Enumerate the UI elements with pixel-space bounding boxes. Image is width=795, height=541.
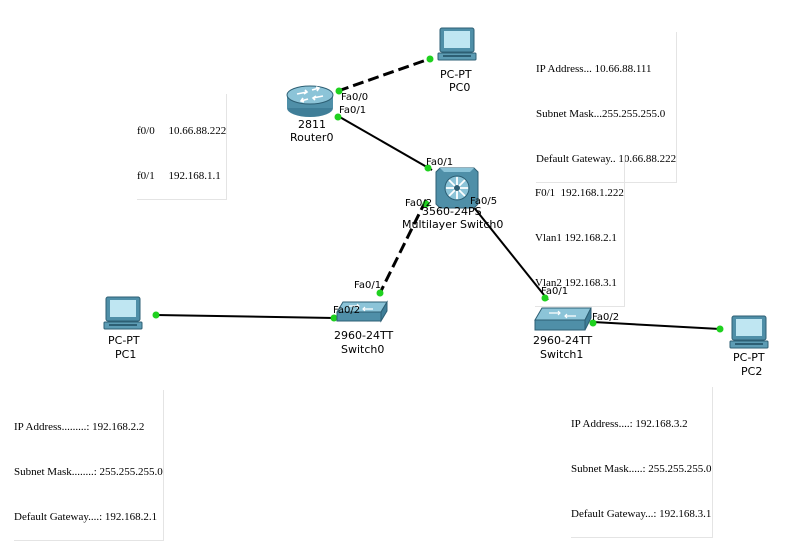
pc2-type-label: PC-PT <box>733 351 765 364</box>
pc1-gateway-line: Default Gateway....: 192.168.2.1 <box>14 511 158 523</box>
pc2-icon[interactable] <box>729 315 769 349</box>
pc0-icon[interactable] <box>437 27 477 61</box>
pc1-ip-line: IP Address.........: 192.168.2.2 <box>14 421 145 433</box>
link-mswitch0-switch1[interactable] <box>467 199 549 301</box>
router0-name-label: Router0 <box>290 131 334 144</box>
port-dot-ms-fa01 <box>424 164 432 172</box>
link-pc1-switch0[interactable] <box>155 314 335 319</box>
port-dot-sw0-fa02 <box>330 314 338 322</box>
pc1-name-label: PC1 <box>115 348 137 361</box>
link-switch1-pc2[interactable] <box>592 321 721 330</box>
port-indicators <box>152 55 724 333</box>
port-label-sw1-fa01: Fa0/1 <box>541 286 569 297</box>
port-label-sw0-fa01: Fa0/1 <box>354 280 382 291</box>
link-mswitch0-switch0[interactable] <box>378 199 428 294</box>
port-label-ms-fa01: Fa0/1 <box>426 157 454 168</box>
router-f00-line: f0/0 10.66.88.222 <box>137 125 227 137</box>
port-label-router-fa01: Fa0/1 <box>339 105 367 116</box>
router-config-note: f0/0 10.66.88.222 f0/1 192.168.1.1 <box>137 94 228 200</box>
pc0-config-note: IP Address... 10.66.88.111 Subnet Mask..… <box>536 32 678 183</box>
pc0-gateway-line: Default Gateway.. 10.66.88.222 <box>536 153 677 165</box>
pc1-icon[interactable] <box>103 296 143 330</box>
port-label-ms-fa05: Fa0/5 <box>470 196 498 207</box>
switch0-name-label: Switch0 <box>341 343 385 356</box>
port-dot-pc1 <box>152 311 160 319</box>
router-f01-line: f0/1 192.168.1.1 <box>137 170 221 182</box>
port-dot-sw1-fa01 <box>541 294 549 302</box>
switch1-name-label: Switch1 <box>540 348 584 361</box>
ms-vlan1-line: Vlan1 192.168.2.1 <box>535 232 617 244</box>
pc0-ip-line: IP Address... 10.66.88.111 <box>536 63 652 75</box>
mswitch0-name-label: Multilayer Switch0 <box>402 218 504 231</box>
port-dot-ms-fa02 <box>422 200 430 208</box>
pc2-mask-line: Subnet Mask.....: 255.255.255.0 <box>571 463 712 475</box>
pc2-name-label: PC2 <box>741 365 763 378</box>
pc2-gateway-line: Default Gateway...: 192.168.3.1 <box>571 508 712 520</box>
mswitch-config-note: F0/1 192.168.1.222 Vlan1 192.168.2.1 Vla… <box>535 156 625 307</box>
pc0-mask-line: Subnet Mask...255.255.255.0 <box>536 108 666 120</box>
port-dot-pc0 <box>426 55 434 63</box>
mswitch0-icon[interactable] <box>435 167 479 209</box>
pc1-type-label: PC-PT <box>108 334 140 347</box>
pc2-config-note: IP Address....: 192.168.3.2 Subnet Mask.… <box>571 387 713 538</box>
port-dot-sw0-fa01 <box>376 289 384 297</box>
port-label-router-fa00: Fa0/0 <box>341 92 369 103</box>
pc0-type-label: PC-PT <box>440 68 472 81</box>
port-label-sw1-fa02: Fa0/2 <box>592 312 620 323</box>
pc2-ip-line: IP Address....: 192.168.3.2 <box>571 418 688 430</box>
topology-canvas <box>103 27 769 349</box>
switch1-icon[interactable] <box>534 307 592 331</box>
switch1-type-label: 2960-24TT <box>533 334 593 347</box>
ms-f01-line: F0/1 192.168.1.222 <box>535 187 624 199</box>
link-router0-mswitch0[interactable] <box>337 115 433 171</box>
port-dot-router-fa00 <box>335 87 343 95</box>
pc1-mask-line: Subnet Mask........: 255.255.255.0 <box>14 466 163 478</box>
port-dot-pc2 <box>716 325 724 333</box>
ms-vlan2-line: Vlan2 192.168.3.1 <box>535 277 617 289</box>
pc0-name-label: PC0 <box>449 81 471 94</box>
mswitch0-type-label: 3560-24PS <box>422 205 482 218</box>
port-label-ms-fa02: Fa0/2 <box>405 198 433 209</box>
switch0-icon[interactable] <box>336 300 388 323</box>
switch0-type-label: 2960-24TT <box>334 329 394 342</box>
port-label-sw0-fa02: Fa0/2 <box>333 305 361 316</box>
port-dot-router-fa01 <box>334 113 342 121</box>
router0-type-label: 2811 <box>298 118 326 131</box>
port-dot-sw1-fa02 <box>589 319 597 327</box>
link-router0-pc0[interactable] <box>337 56 433 93</box>
pc1-config-note: IP Address.........: 192.168.2.2 Subnet … <box>14 390 164 541</box>
router0-icon[interactable] <box>286 85 334 117</box>
